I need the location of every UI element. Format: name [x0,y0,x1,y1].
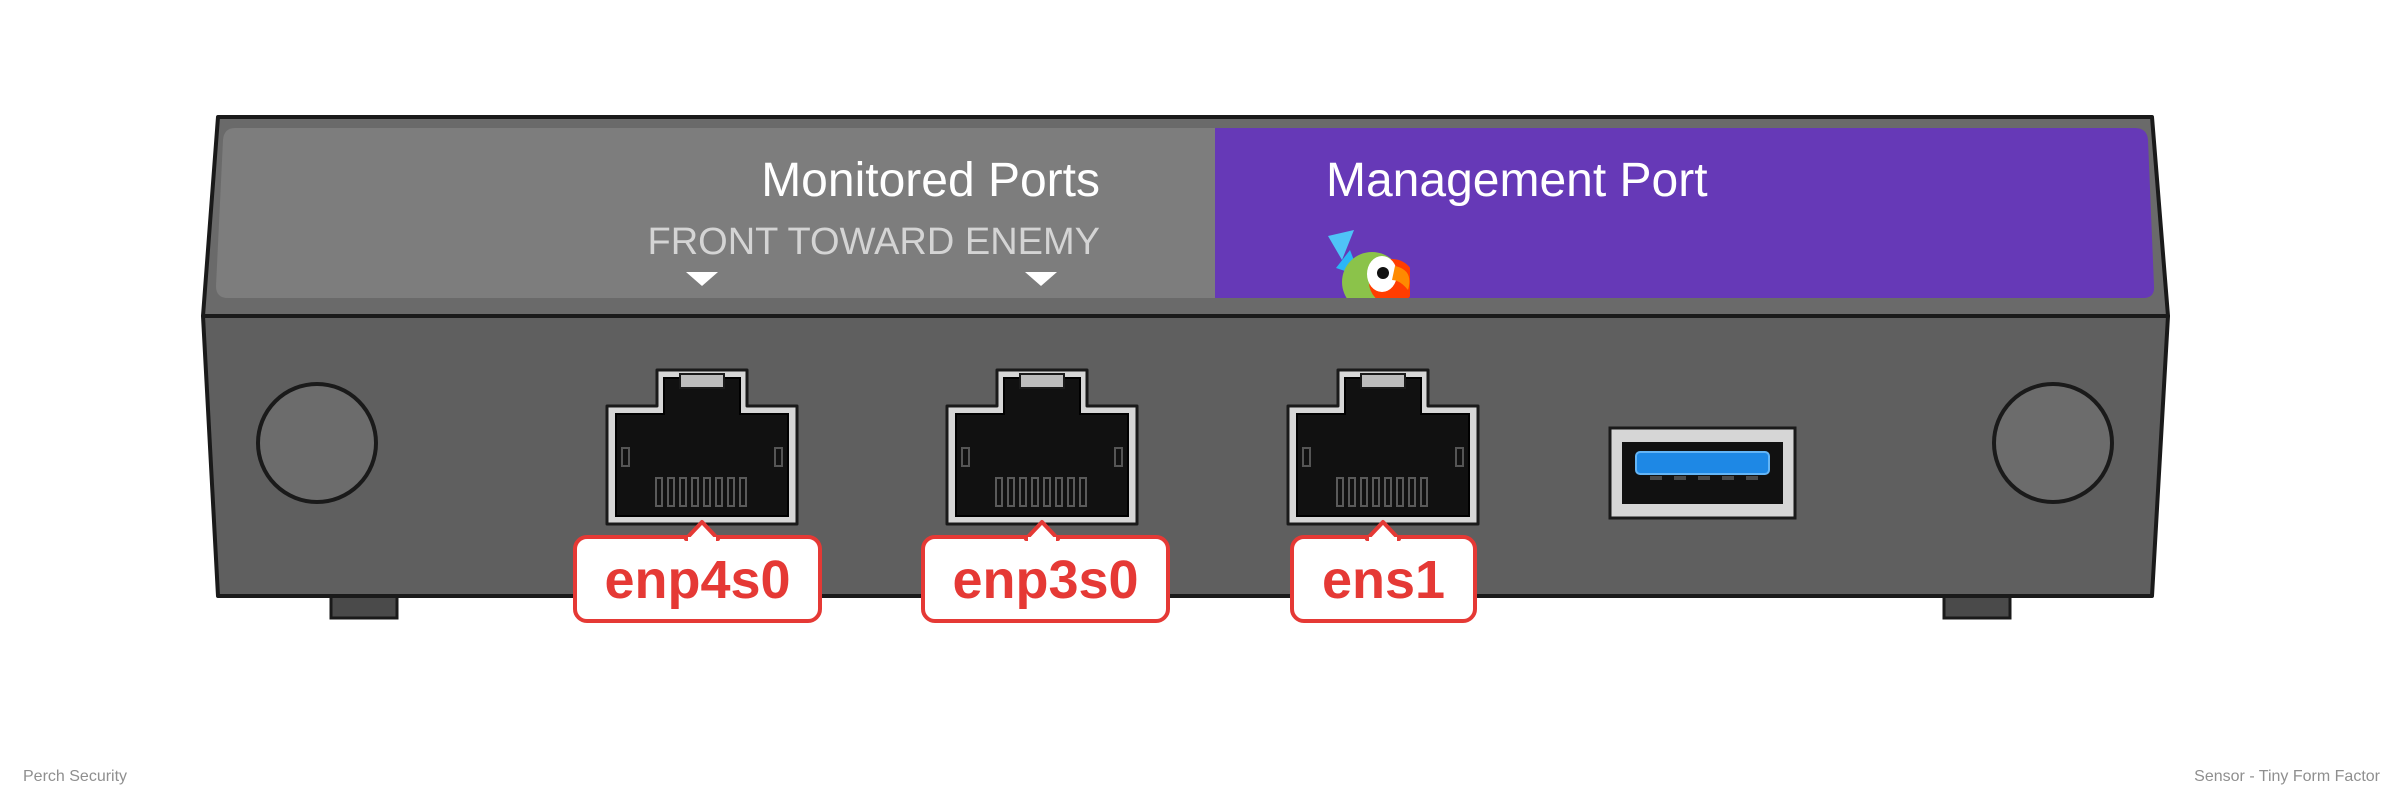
port-label-text: ens1 [1322,550,1445,610]
usb-port-icon [1608,426,1797,520]
down-arrow-icon [686,272,718,286]
parrot-logo-icon [1328,230,1410,298]
port-label-text: enp3s0 [952,550,1138,610]
port-row: enp4s0 enp3s0 ens1 [573,368,1797,623]
monitored-ports-panel [216,128,1215,298]
device-front-face [201,314,2170,598]
ethernet-port-icon [605,368,799,526]
footer-brand: Perch Security [23,768,128,785]
ethernet-port-icon [945,368,1139,526]
management-port-heading: Management Port [1326,154,1708,207]
monitored-ports-heading: Monitored Ports [761,154,1100,207]
down-arrow-icon [1025,272,1057,286]
port-label: enp3s0 [921,520,1170,623]
ethernet-port-icon [1286,368,1480,526]
mount-hole-icon [256,382,378,504]
port-label: enp4s0 [573,520,822,623]
mount-hole-icon [1992,382,2114,504]
port-label: ens1 [1290,520,1477,623]
front-toward-enemy-subheading: FRONT TOWARD ENEMY [647,221,1100,263]
port-label-text: enp4s0 [604,550,790,610]
footer-product: Sensor - Tiny Form Factor [2194,768,2380,785]
management-port-panel [1215,128,2155,298]
